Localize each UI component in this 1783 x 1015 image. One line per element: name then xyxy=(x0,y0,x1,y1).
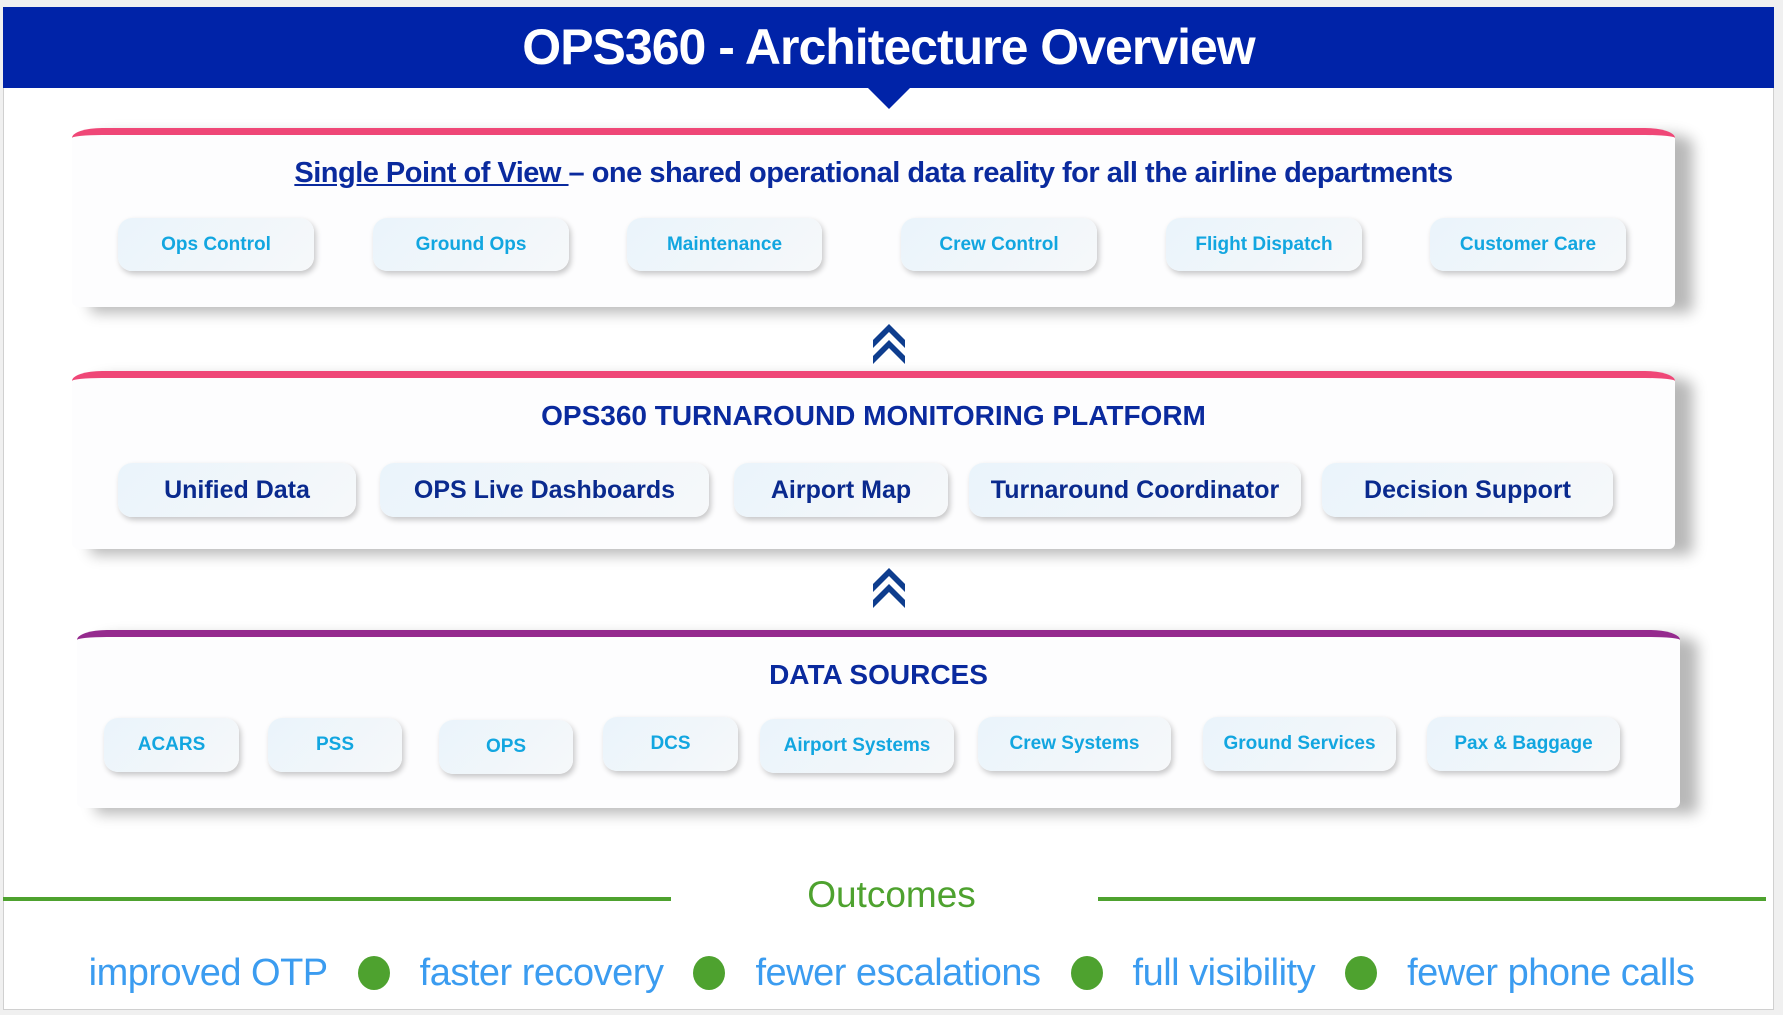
outcomes-divider-right xyxy=(1098,897,1766,901)
bullet-dot-icon xyxy=(693,956,726,990)
header-pointer xyxy=(867,87,911,109)
platform-panel: OPS360 TURNAROUND MONITORING PLATFORM Un… xyxy=(72,371,1675,549)
double-chevron-up-icon xyxy=(873,568,905,608)
department-ops-control: Ops Control xyxy=(118,218,314,271)
bullet-dot-icon xyxy=(1345,956,1378,990)
source-crew-systems: Crew Systems xyxy=(978,717,1171,771)
source-ops: OPS xyxy=(439,720,573,774)
source-ground-services: Ground Services xyxy=(1203,717,1396,771)
bullet-dot-icon xyxy=(357,956,390,990)
feature-ops-live-dashboards: OPS Live Dashboards xyxy=(380,463,709,517)
data-sources-title: DATA SOURCES xyxy=(769,659,988,690)
outcome-item: fewer phone calls xyxy=(1407,951,1695,994)
feature-unified-data: Unified Data xyxy=(118,463,356,517)
feature-turnaround-coordinator: Turnaround Coordinator xyxy=(969,463,1301,517)
feature-decision-support: Decision Support xyxy=(1322,463,1613,517)
feature-airport-map: Airport Map xyxy=(734,463,948,517)
outcomes-title: Outcomes xyxy=(807,874,976,915)
department-maintenance: Maintenance xyxy=(627,218,822,271)
bullet-dot-icon xyxy=(1070,956,1103,990)
source-airport-systems: Airport Systems xyxy=(760,719,954,773)
page-title: OPS360 - Architecture Overview xyxy=(3,7,1774,88)
single-point-of-view-link[interactable]: Single Point of View xyxy=(294,157,569,189)
double-chevron-up-icon xyxy=(873,324,905,364)
single-point-of-view-panel: Single Point of View – one shared operat… xyxy=(72,128,1675,307)
source-acars: ACARS xyxy=(104,718,239,772)
outcome-item: fewer escalations xyxy=(755,951,1041,994)
outcome-item: improved OTP xyxy=(88,951,328,994)
source-dcs: DCS xyxy=(603,717,738,771)
source-pax-baggage: Pax & Baggage xyxy=(1427,717,1620,771)
department-customer-care: Customer Care xyxy=(1430,218,1626,271)
data-sources-panel: DATA SOURCES ACARS PSS OPS DCS Airport S… xyxy=(77,630,1680,808)
outcome-item: faster recovery xyxy=(419,951,664,994)
outcomes-list: improved OTP faster recovery fewer escal… xyxy=(0,948,1783,998)
department-crew-control: Crew Control xyxy=(901,218,1097,271)
outcome-item: full visibility xyxy=(1132,951,1316,994)
panel-title: Single Point of View – one shared operat… xyxy=(72,157,1675,190)
department-ground-ops: Ground Ops xyxy=(373,218,569,271)
platform-title: OPS360 TURNAROUND MONITORING PLATFORM xyxy=(541,400,1206,431)
source-pss: PSS xyxy=(268,718,402,772)
department-flight-dispatch: Flight Dispatch xyxy=(1166,218,1362,271)
outcomes-divider-left xyxy=(3,897,671,901)
panel-subtitle: – one shared operational data reality fo… xyxy=(568,157,1454,189)
